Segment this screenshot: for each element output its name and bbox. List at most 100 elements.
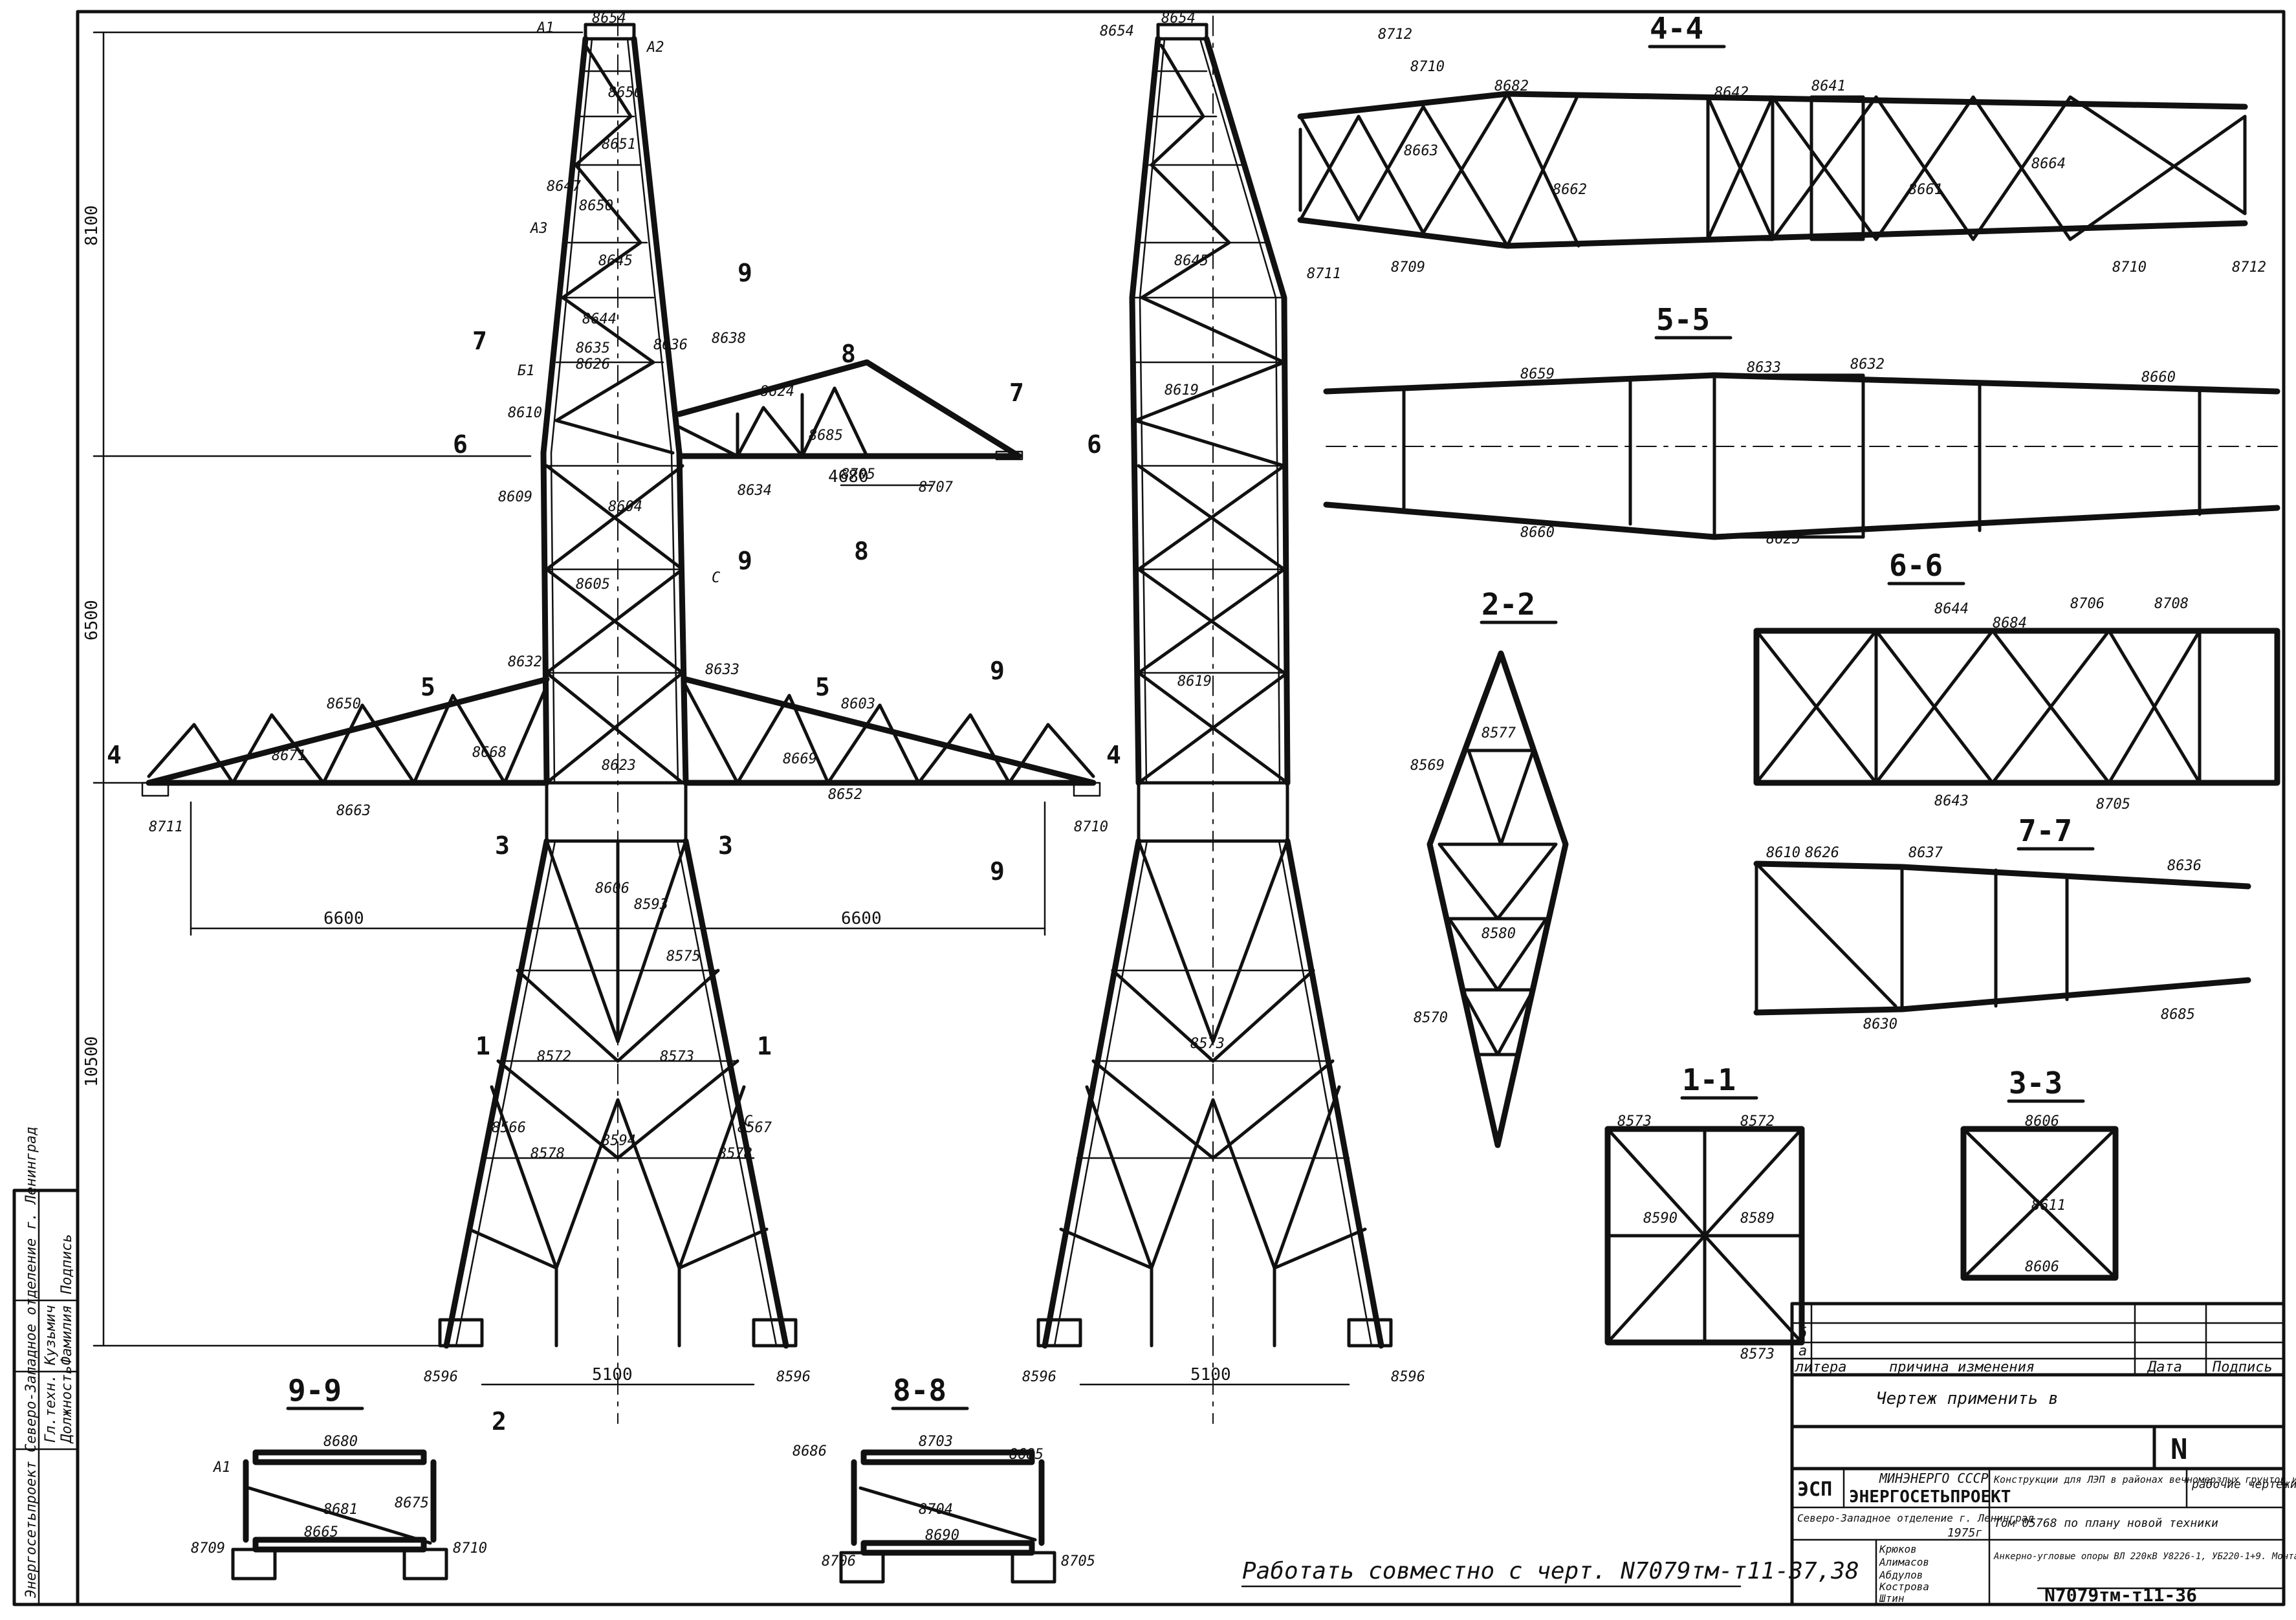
- dim-height-top: 8100: [82, 205, 102, 246]
- svg-text:7: 7: [1009, 378, 1024, 407]
- svg-text:Б1: Б1: [518, 363, 535, 379]
- svg-text:Гл.техн.: Гл.техн.: [43, 1374, 59, 1443]
- svg-text:8603: 8603: [841, 696, 875, 712]
- svg-text:8596: 8596: [1022, 1369, 1056, 1385]
- dim-arm-right: 6600: [841, 909, 882, 928]
- svg-text:8641: 8641: [1811, 78, 1846, 94]
- svg-text:8638: 8638: [712, 331, 746, 347]
- svg-text:8661: 8661: [1908, 182, 1943, 198]
- svg-text:а: а: [1799, 1343, 1807, 1359]
- svg-text:8580: 8580: [1481, 926, 1516, 942]
- svg-text:2: 2: [492, 1407, 507, 1436]
- svg-text:8709: 8709: [1391, 259, 1425, 276]
- svg-text:8650: 8650: [327, 696, 361, 712]
- svg-text:8566: 8566: [492, 1120, 526, 1136]
- svg-text:8578: 8578: [530, 1146, 565, 1162]
- svg-text:8659: 8659: [1520, 366, 1555, 382]
- svg-text:8590: 8590: [1643, 1210, 1678, 1227]
- svg-text:Абдулов: Абдулов: [1879, 1569, 1923, 1581]
- section-3-3: 3-3 8606 8611 8606: [1960, 1066, 2119, 1281]
- svg-text:Кузьмич: Кузьмич: [43, 1305, 59, 1366]
- sheet-border: [76, 10, 2286, 1606]
- svg-text:8604: 8604: [608, 499, 642, 515]
- svg-text:8635: 8635: [576, 340, 610, 356]
- svg-text:8645: 8645: [598, 253, 633, 269]
- svg-text:8606: 8606: [595, 881, 629, 897]
- svg-text:8690: 8690: [925, 1527, 959, 1544]
- svg-text:8662: 8662: [1553, 182, 1587, 198]
- svg-text:8710: 8710: [1410, 59, 1445, 75]
- svg-text:4: 4: [107, 741, 122, 769]
- svg-text:8567: 8567: [738, 1120, 772, 1136]
- section-8-8-title: 8-8: [893, 1373, 946, 1408]
- svg-text:3: 3: [495, 831, 510, 860]
- svg-text:Чертеж применить в: Чертеж применить в: [1876, 1389, 2059, 1408]
- svg-text:8704: 8704: [919, 1502, 953, 1518]
- svg-text:8710: 8710: [1074, 819, 1108, 835]
- part-labels: 8656 8651 8650 8647 8645 8644 8638 8636 …: [149, 10, 1425, 1385]
- svg-text:8681: 8681: [323, 1502, 358, 1518]
- dim-height-bottom: 10500: [82, 1036, 102, 1087]
- svg-text:8632: 8632: [1850, 356, 1885, 373]
- section-1-1: 1-1 8573 8572 8590 8589 8573: [1604, 1062, 1805, 1363]
- svg-text:8663: 8663: [1404, 143, 1438, 159]
- side-elevation: 5100: [1036, 16, 1393, 1424]
- cut-marks: 7 6 8 7 6 5 5 4 4 3 3 1 1 9 9 9 9 8 2: [107, 259, 1121, 1436]
- svg-text:8685: 8685: [1009, 1447, 1044, 1463]
- section-1-1-title: 1-1: [1682, 1062, 1736, 1097]
- svg-text:8644: 8644: [582, 311, 617, 327]
- svg-text:8606: 8606: [2025, 1113, 2059, 1130]
- svg-text:8645: 8645: [1174, 253, 1208, 269]
- svg-text:8680: 8680: [323, 1434, 358, 1450]
- svg-text:причина изменения: причина изменения: [1889, 1359, 2035, 1375]
- section-9-9: 9-9 8680 8681 8675 8665 8709 8710 А1: [191, 1373, 487, 1581]
- svg-text:8625: 8625: [1766, 531, 1800, 547]
- svg-text:Северо-Западное отделение г. Л: Северо-Западное отделение г. Ленинград: [1797, 1512, 2034, 1524]
- drawing-note: Работать совместно с черт. N7079тм-т11-3…: [1242, 1558, 1859, 1584]
- svg-text:8606: 8606: [2025, 1259, 2059, 1275]
- svg-text:Фамилия: Фамилия: [59, 1305, 75, 1365]
- svg-text:8578: 8578: [718, 1146, 752, 1162]
- svg-text:8705: 8705: [1061, 1553, 1095, 1570]
- section-8-8: 8-8 8686 8703 8685 8704 8690 8706 8705: [793, 1373, 1095, 1584]
- dim-base-front: 5100: [592, 1365, 633, 1385]
- svg-text:8633: 8633: [1747, 360, 1781, 376]
- svg-text:8711: 8711: [149, 819, 183, 835]
- svg-text:8633: 8633: [705, 662, 739, 678]
- section-2-2-title: 2-2: [1481, 587, 1535, 622]
- front-elevation: 8654 4680 6600 6600: [141, 10, 1101, 1424]
- section-4-4-title: 4-4: [1650, 11, 1703, 46]
- svg-text:8660: 8660: [2141, 369, 2176, 386]
- section-7-7: 7-7 8610 8626 8637 8636 8685 8630: [1753, 813, 2251, 1033]
- svg-text:8637: 8637: [1908, 845, 1943, 861]
- svg-text:8654: 8654: [1161, 10, 1196, 27]
- svg-text:1: 1: [476, 1032, 490, 1060]
- svg-text:8619: 8619: [1177, 673, 1212, 690]
- svg-text:8652: 8652: [828, 787, 862, 803]
- svg-text:8712: 8712: [2232, 259, 2266, 276]
- section-6-6: 6-6 8644 8684 8706 8708 8643 8705: [1753, 548, 2280, 813]
- svg-text:8636: 8636: [653, 337, 688, 353]
- svg-text:А3: А3: [529, 221, 548, 237]
- svg-text:8626: 8626: [576, 356, 610, 373]
- svg-text:8709: 8709: [191, 1540, 225, 1557]
- svg-text:8651: 8651: [602, 137, 636, 153]
- svg-text:8570: 8570: [1414, 1010, 1448, 1026]
- svg-text:8593: 8593: [634, 897, 668, 913]
- svg-text:8610: 8610: [1766, 845, 1800, 861]
- section-5-5-title: 5-5: [1656, 302, 1710, 337]
- section-9-9-title: 9-9: [288, 1373, 342, 1408]
- svg-text:8668: 8668: [472, 745, 507, 761]
- svg-text:N: N: [2170, 1433, 2188, 1466]
- svg-text:Энергосетьпроект Северо-Западн: Энергосетьпроект Северо-Западное отделен…: [23, 1127, 39, 1598]
- svg-text:8706: 8706: [822, 1553, 856, 1570]
- svg-text:8610: 8610: [508, 405, 542, 421]
- svg-text:8671: 8671: [272, 748, 306, 764]
- section-2-2: 2-2 8577 8569 8580 8570: [1410, 587, 1569, 1148]
- svg-text:8712: 8712: [1378, 27, 1412, 43]
- svg-text:8710: 8710: [453, 1540, 487, 1557]
- svg-text:8634: 8634: [738, 483, 772, 499]
- svg-text:Подпись: Подпись: [2212, 1359, 2273, 1375]
- svg-text:8575: 8575: [666, 948, 701, 965]
